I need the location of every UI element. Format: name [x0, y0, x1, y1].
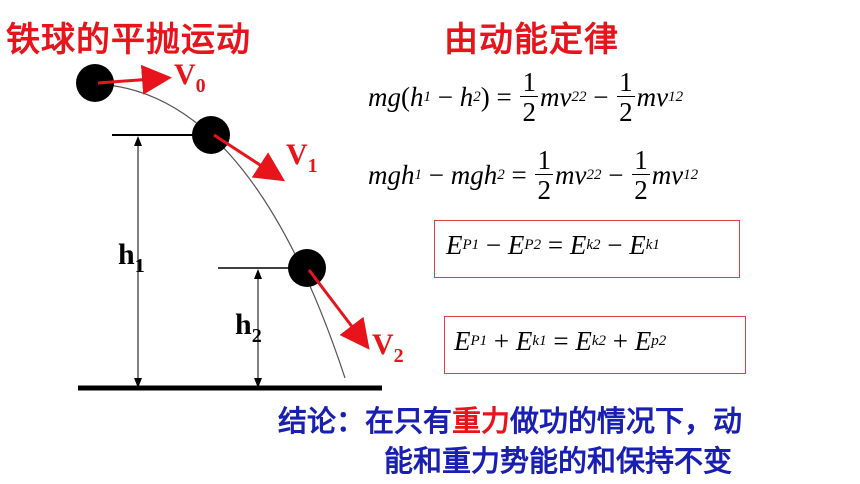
v2-arrow	[307, 269, 370, 350]
formula-3-box	[434, 220, 740, 278]
conclusion-highlight: 重力	[452, 404, 511, 438]
v2-label: V2	[372, 328, 404, 367]
diagram-title: 铁球的平抛运动	[6, 20, 251, 60]
v0-arrow	[97, 64, 172, 95]
v0-label: V0	[174, 58, 206, 97]
conclusion-line-2: 能和重力势能的和保持不变	[384, 444, 733, 478]
ball-position-2	[288, 249, 326, 287]
h1-label: h1	[118, 238, 145, 277]
v1-arrow	[213, 133, 286, 182]
trajectory-curve	[94, 83, 346, 379]
projectile-diagram: V0 V1 V2 h1 h2	[76, 58, 404, 391]
ball-position-0	[76, 64, 114, 102]
h2-label: h2	[235, 308, 262, 347]
ball-position-1	[192, 116, 230, 154]
conclusion-line-1: 结论：在只有重力做功的情况下，动	[278, 404, 743, 438]
formula-4-box	[444, 316, 746, 374]
v1-label: V1	[286, 138, 318, 177]
derivation-title: 由动能定律	[444, 20, 619, 60]
